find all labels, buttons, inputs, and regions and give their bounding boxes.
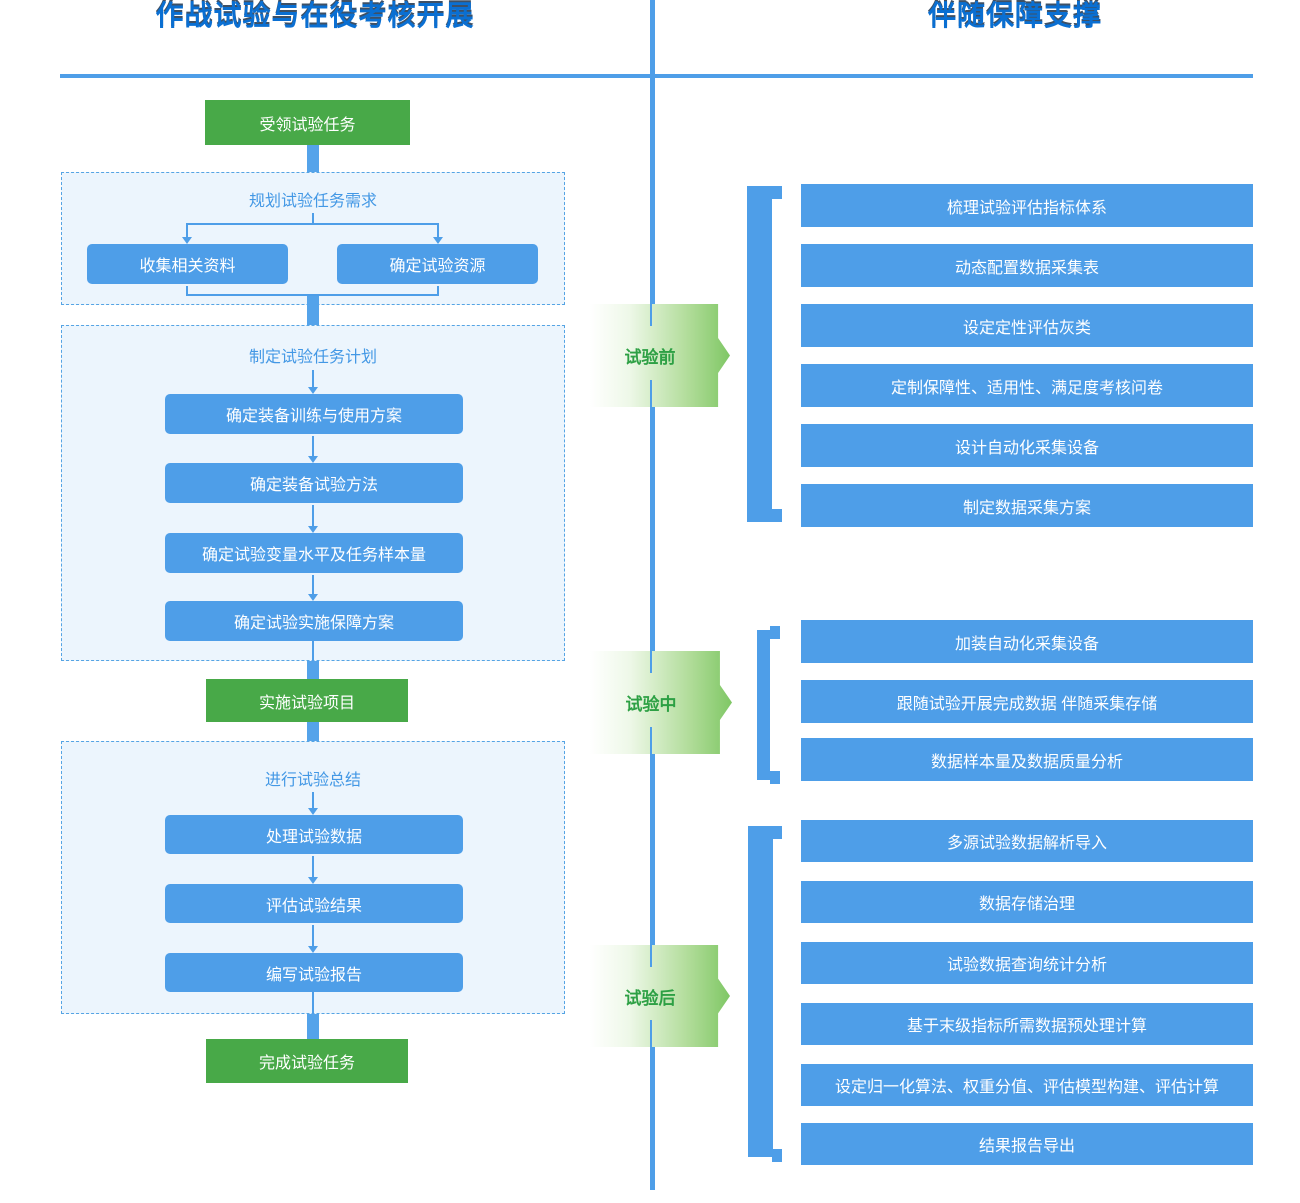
- phase-label-during: 试验中: [590, 651, 732, 754]
- support-item: 定制保障性、适用性、满足度考核问卷: [801, 364, 1253, 407]
- connector-line: [650, 304, 652, 326]
- flow-node-start: 受领试验任务: [205, 100, 410, 145]
- support-item: 跟随试验开展完成数据 伴随采集存储: [801, 680, 1253, 723]
- support-item: 数据存储治理: [801, 881, 1253, 923]
- connector-line: [650, 380, 652, 407]
- support-item: 设计自动化采集设备: [801, 424, 1253, 467]
- connector-line: [186, 223, 439, 225]
- support-item: 基于末级指标所需数据预处理计算: [801, 1003, 1253, 1045]
- flow-box: 收集相关资料: [87, 244, 288, 284]
- support-item: 动态配置数据采集表: [801, 244, 1253, 287]
- arrow-down-icon: [308, 808, 318, 815]
- bracket-tab: [770, 771, 780, 784]
- connector-line: [186, 294, 439, 296]
- connector-line: [650, 651, 652, 673]
- bracket: [747, 186, 772, 522]
- connector-line: [312, 575, 314, 594]
- connector-line: [437, 286, 439, 296]
- support-item: 加装自动化采集设备: [801, 620, 1253, 663]
- connector-line: [650, 1020, 652, 1047]
- flow-node-end: 完成试验任务: [206, 1039, 408, 1083]
- arrow-down-icon: [182, 237, 192, 244]
- connector-line: [312, 436, 314, 456]
- phase-label-text: 试验后: [624, 988, 676, 1008]
- connector-stub: [307, 145, 319, 173]
- connector-line: [650, 945, 652, 967]
- connector-line: [312, 856, 314, 877]
- support-item: 设定归一化算法、权重分值、评估模型构建、评估计算: [801, 1064, 1253, 1106]
- arrow-down-icon: [308, 877, 318, 884]
- flow-box: 评估试验结果: [165, 884, 463, 923]
- arrow-down-icon: [308, 594, 318, 601]
- arrow-down-icon: [433, 237, 443, 244]
- connector-line: [312, 992, 314, 1014]
- right-column-title: 伴随保障支撑: [927, 0, 1102, 31]
- connector-line: [312, 641, 314, 661]
- stage2-title: 制定试验任务计划: [248, 349, 377, 366]
- bracket-tab: [770, 626, 780, 639]
- connector-stub: [307, 296, 319, 325]
- connector-stub: [307, 661, 319, 679]
- connector-line: [312, 792, 314, 808]
- connector-line: [186, 223, 188, 237]
- bracket: [757, 630, 770, 780]
- connector-line: [312, 925, 314, 946]
- flow-box: 确定试验变量水平及任务样本量: [165, 533, 463, 573]
- support-item: 结果报告导出: [801, 1123, 1253, 1165]
- flow-box: 确定试验资源: [337, 244, 538, 284]
- phase-label-text: 试验中: [625, 695, 677, 714]
- connector-line: [650, 727, 652, 754]
- bracket-tab: [772, 1149, 782, 1162]
- support-item: 制定数据采集方案: [801, 484, 1253, 527]
- flow-node-milestone: 实施试验项目: [206, 679, 408, 722]
- connector-line: [312, 370, 314, 387]
- column-divider-line: [650, 0, 655, 1190]
- connector-stub: [307, 722, 319, 741]
- connector-line: [312, 213, 314, 224]
- support-item: 设定定性评估灰类: [801, 304, 1253, 347]
- support-item: 梳理试验评估指标体系: [801, 184, 1253, 227]
- bracket-tab: [772, 826, 782, 839]
- arrow-down-icon: [308, 946, 318, 953]
- left-column-title: 作战试验与在役考核开展: [155, 0, 475, 31]
- phase-label-text: 试验前: [624, 348, 676, 367]
- stage3-title: 进行试验总结: [264, 772, 361, 789]
- connector-line: [312, 505, 314, 526]
- stage1-title: 规划试验任务需求: [248, 193, 377, 210]
- header-rule: [60, 74, 1253, 78]
- phase-label-before: 试验前: [590, 304, 730, 407]
- arrow-down-icon: [308, 456, 318, 463]
- connector-stub: [307, 1014, 319, 1039]
- flow-box: 确定试验实施保障方案: [165, 601, 463, 641]
- phase-label-after: 试验后: [590, 945, 730, 1047]
- support-item: 试验数据查询统计分析: [801, 942, 1253, 984]
- flow-box: 确定装备试验方法: [165, 463, 463, 503]
- arrow-down-icon: [308, 387, 318, 394]
- bracket-tab: [772, 509, 782, 522]
- connector-line: [186, 286, 188, 296]
- bracket: [748, 826, 773, 1157]
- support-item: 数据样本量及数据质量分析: [801, 738, 1253, 781]
- support-item: 多源试验数据解析导入: [801, 820, 1253, 862]
- arrow-down-icon: [308, 526, 318, 533]
- bracket-tab: [772, 186, 782, 199]
- flow-box: 确定装备训练与使用方案: [165, 394, 463, 434]
- flow-box: 编写试验报告: [165, 953, 463, 992]
- connector-line: [437, 223, 439, 237]
- flow-box: 处理试验数据: [165, 815, 463, 854]
